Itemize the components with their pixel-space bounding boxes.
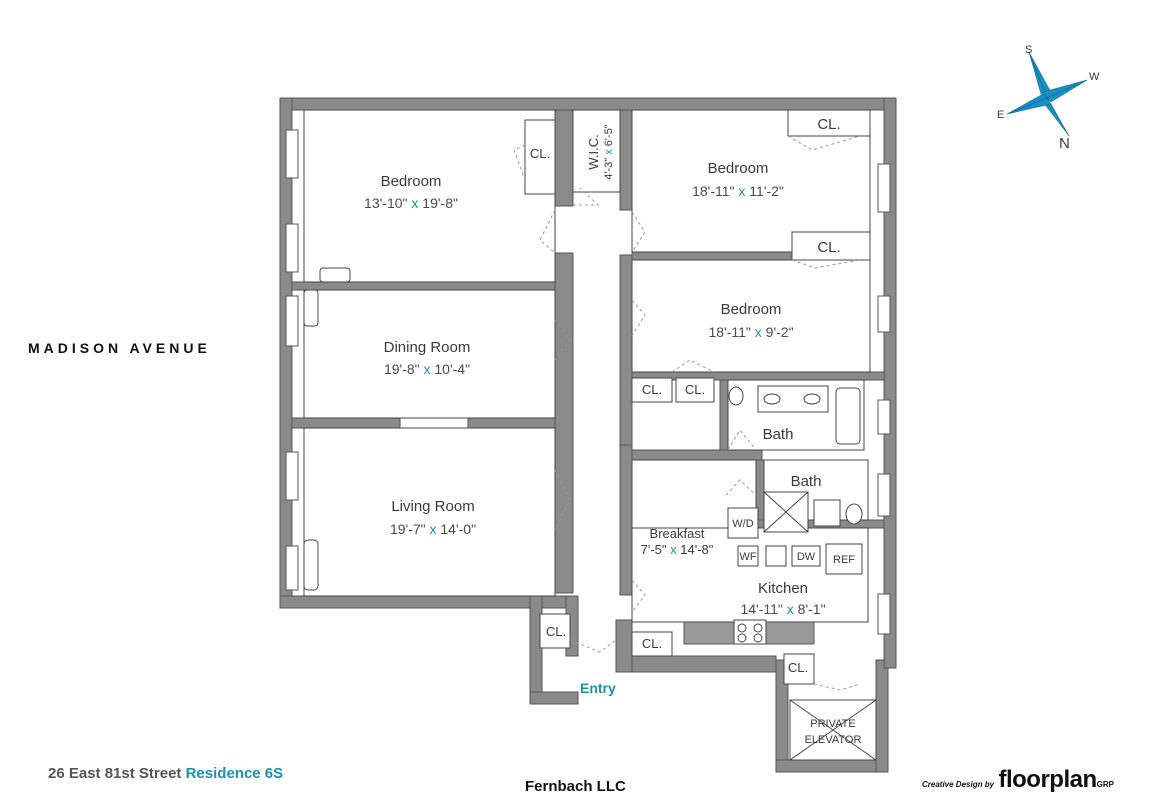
bedroom-2-label: Bedroom 18'-11" x 11'-2" (692, 160, 784, 199)
owner-name: Fernbach LLC (525, 778, 626, 795)
street-label: MADISON AVENUE (28, 340, 211, 356)
credit-brand: floorplan (998, 766, 1097, 793)
street-address: 26 East 81st Street (48, 765, 182, 782)
dishwasher-label: DW (797, 551, 816, 563)
closet-label: CL. (546, 624, 566, 639)
elevator-line-2: ELEVATOR (805, 734, 862, 746)
room-dims: 7'-5" x 14'-8" (641, 542, 714, 557)
address-line: 26 East 81st Street Residence 6S (48, 765, 283, 782)
bedroom-1-label: Bedroom 13'-10" x 19'-8" (364, 173, 458, 211)
room-dims: 4'-3" x 6'-5" (603, 124, 615, 180)
windows-right (877, 163, 891, 635)
bedroom-3-label: Bedroom 18'-11" x 9'-2" (708, 301, 793, 340)
room-name: Bedroom (721, 301, 782, 318)
room-dims: 18'-11" x 11'-2" (692, 183, 784, 199)
room-dims: 19'-8" x 10'-4" (384, 361, 470, 377)
bath-1-label: Bath (763, 426, 794, 443)
fixtures (303, 267, 877, 761)
credit-logo: Creative Design by floorplanGRP (922, 766, 1114, 794)
room-name: Bedroom (381, 173, 442, 190)
room-dims: 18'-11" x 9'-2" (708, 324, 793, 340)
elevator-label: PRIVATE ELEVATOR (805, 718, 862, 746)
door-swings (513, 135, 861, 691)
closet-label: CL. (685, 382, 705, 397)
closet-label: CL. (530, 146, 550, 161)
washer-dryer-label: W/D (732, 518, 753, 530)
room-dims: 19'-7" x 14'-0" (390, 521, 476, 537)
closet-label: CL. (817, 239, 840, 256)
breakfast-label: Breakfast 7'-5" x 14'-8" (641, 526, 714, 557)
room-dims: 13'-10" x 19'-8" (364, 195, 458, 211)
bath-2-label: Bath (791, 473, 822, 490)
room-dims: 14'-11" x 8'-1" (740, 601, 825, 617)
windows-left (285, 129, 299, 591)
appliance-labels: W/D WF DW REF (732, 518, 855, 566)
room-name: Breakfast (650, 526, 705, 541)
compass-n: N (1059, 135, 1070, 152)
compass-e: E (997, 109, 1004, 121)
room-name: W.I.C. (586, 134, 601, 169)
credit-suffix: GRP (1096, 780, 1114, 789)
elevator-line-1: PRIVATE (810, 718, 855, 730)
closet-label: CL. (817, 116, 840, 133)
closet-label: CL. (642, 382, 662, 397)
compass-s: S (1025, 44, 1032, 56)
kitchen-label: Kitchen 14'-11" x 8'-1" (740, 580, 825, 617)
dining-room-label: Dining Room 19'-8" x 10'-4" (384, 339, 471, 377)
credit-prefix: Creative Design by (922, 780, 995, 789)
living-room-label: Living Room 19'-7" x 14'-0" (390, 498, 476, 537)
closet-label: CL. (788, 660, 808, 675)
entry-label: Entry (580, 680, 616, 696)
compass-rose: S W E N (997, 44, 1100, 152)
room-name: Kitchen (758, 580, 808, 597)
compass-w: W (1089, 71, 1100, 83)
refrigerator-label: REF (833, 554, 855, 566)
closet-label: CL. (642, 636, 662, 651)
room-name: Living Room (391, 498, 474, 515)
room-name: Bedroom (708, 160, 769, 177)
wine-fridge-label: WF (739, 551, 756, 563)
closets (524, 109, 871, 685)
closet-labels: CL. CL. CL. CL. CL. CL. CL. CL. (530, 116, 841, 675)
residence-number: Residence 6S (185, 765, 284, 782)
wic-label: W.I.C. 4'-3" x 6'-5" (586, 124, 615, 180)
room-name: Dining Room (384, 339, 471, 356)
